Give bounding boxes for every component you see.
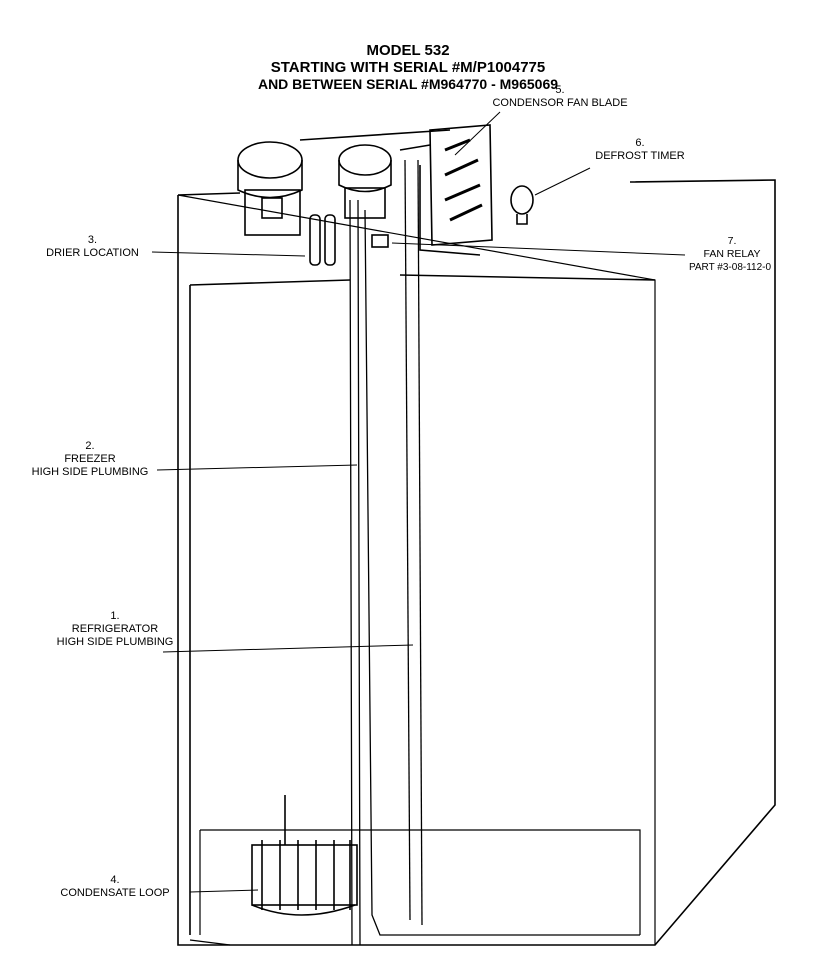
callout-text: CONDENSOR FAN BLADE [492, 97, 628, 109]
callout-number: 5. [555, 84, 565, 96]
callout-text: FAN RELAY [703, 248, 761, 260]
title-serial-start: STARTING WITH SERIAL #M/P1004775 [270, 59, 546, 76]
title-serial-range: AND BETWEEN SERIAL #M964770 - M965069 [257, 76, 559, 92]
callout-condensate-loop: 4. CONDENSATE LOOP [40, 874, 190, 900]
leader-lines [151, 111, 686, 893]
callout-text: REFRIGERATOR [71, 623, 159, 635]
callout-number: 2. [85, 440, 95, 452]
drier [309, 214, 389, 266]
callout-freezer-plumbing: 2. FREEZER HIGH SIDE PLUMBING [10, 440, 170, 479]
callout-number: 7. [727, 235, 737, 247]
callout-number: 3. [87, 234, 98, 246]
plumbing-tubes [189, 159, 640, 946]
cabinet-outline [177, 179, 776, 946]
callout-fan-relay: 7. FAN RELAY PART #3-08-112-0 [682, 235, 782, 274]
callout-drier-location: 3. DRIER LOCATION [40, 234, 145, 260]
compressor-right [338, 144, 392, 219]
title-model: MODEL 532 [366, 42, 450, 59]
callout-text: HIGH SIDE PLUMBING [56, 636, 174, 648]
condensate-loop [251, 795, 358, 916]
defrost-timer [510, 185, 534, 225]
callout-number: 4. [110, 874, 120, 886]
callout-number: 1. [110, 610, 120, 622]
callout-refrigerator-plumbing: 1. REFRIGERATOR HIGH SIDE PLUMBING [15, 610, 215, 649]
callout-defrost-timer: 6. DEFROST TIMER [585, 137, 695, 163]
callout-condensor-fan-blade: 5. CONDENSOR FAN BLADE [480, 84, 640, 110]
callout-text: FREEZER [64, 453, 116, 465]
callout-text: HIGH SIDE PLUMBING [31, 466, 149, 478]
callout-text: DEFROST TIMER [595, 150, 685, 162]
callout-part-number: PART #3-08-112-0 [688, 262, 772, 273]
condenser-fan-assembly [299, 124, 493, 256]
callout-text: CONDENSATE LOOP [60, 887, 170, 899]
compressor-left [237, 141, 303, 236]
callout-number: 6. [635, 137, 645, 149]
callout-text: DRIER LOCATION [46, 247, 139, 259]
